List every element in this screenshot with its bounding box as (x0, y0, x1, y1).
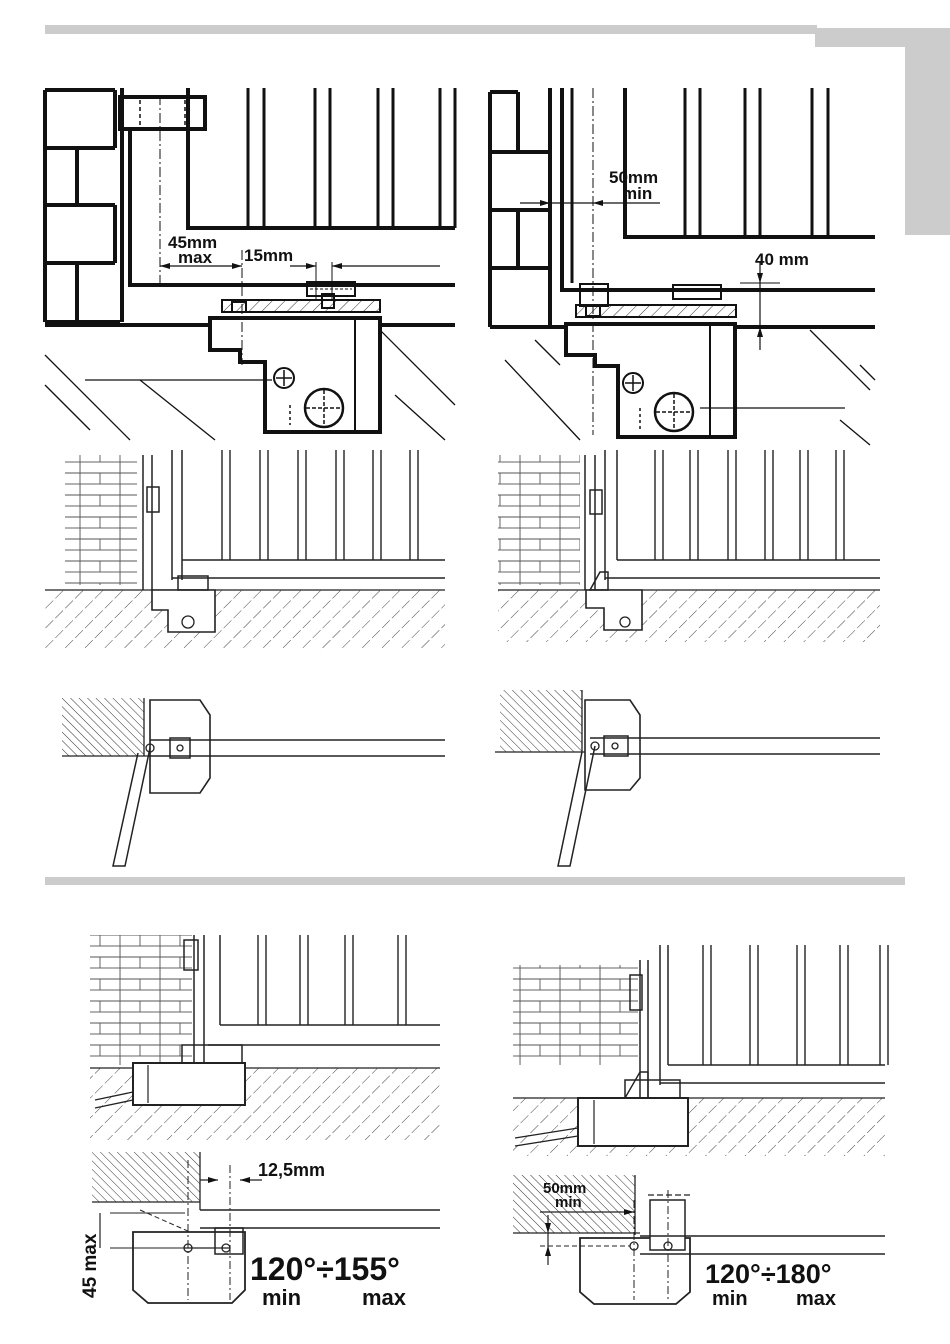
detail-top-right (490, 88, 875, 445)
br-max-label: max (796, 1288, 836, 1310)
plan-right (495, 690, 880, 866)
bl-max-label: max (362, 1285, 407, 1310)
bl-side-label: 45 max (80, 1233, 101, 1298)
bl-gap-label: 12,5mm (258, 1160, 325, 1180)
elevation-right (498, 450, 880, 642)
tr-min-word-label: min (622, 184, 652, 203)
header-bar (45, 25, 817, 34)
bl-angle-label: 120°÷155° (250, 1251, 400, 1287)
detail-bottom-left (90, 935, 440, 1303)
side-tab (905, 45, 950, 235)
br-min-label: min (712, 1288, 748, 1310)
tl-max-word-label: max (178, 248, 213, 267)
br-min-word-label: min (555, 1194, 582, 1211)
header-tab (815, 28, 950, 47)
detail-bottom-right (513, 945, 888, 1304)
tl-gap-label: 15mm (244, 246, 293, 265)
tr-height-label: 40 mm (755, 250, 809, 269)
elevation-left (45, 450, 445, 650)
divider-bar (45, 877, 905, 885)
plan-left (62, 698, 445, 866)
br-angle-label: 120°÷180° (705, 1259, 832, 1289)
bl-min-label: min (262, 1285, 301, 1310)
